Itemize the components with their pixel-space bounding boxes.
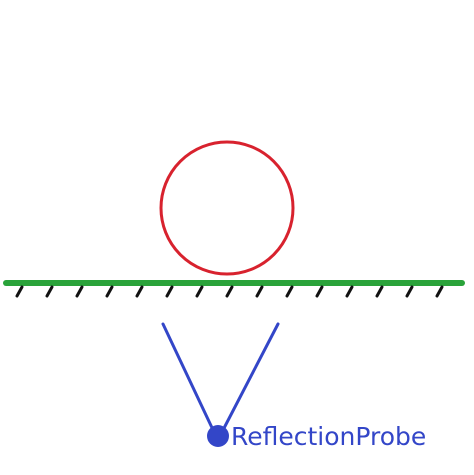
reflection-probe-point xyxy=(207,425,229,447)
hatch-mark xyxy=(195,285,204,298)
hatch-mark xyxy=(315,285,324,298)
hatch-mark xyxy=(75,285,84,298)
hatch-mark xyxy=(225,285,234,298)
hatch-mark xyxy=(405,285,414,298)
reflection-probe-label: ReflectionProbe xyxy=(231,422,426,451)
hatch-mark xyxy=(285,285,294,298)
hatch-mark xyxy=(15,285,24,298)
hatch-mark xyxy=(135,285,144,298)
hatch-mark xyxy=(165,285,174,298)
hatch-mark xyxy=(255,285,264,298)
hatch-mark xyxy=(45,285,54,298)
reflected-sphere xyxy=(159,140,295,276)
hatch-mark xyxy=(435,285,444,298)
mirror-hatching xyxy=(15,285,444,298)
view-cone-left-edge xyxy=(161,322,216,434)
hatch-mark xyxy=(345,285,354,298)
view-cone-right-edge xyxy=(220,322,280,434)
hatch-mark xyxy=(105,285,114,298)
hatch-mark xyxy=(375,285,384,298)
probe-view-cone xyxy=(161,322,280,434)
